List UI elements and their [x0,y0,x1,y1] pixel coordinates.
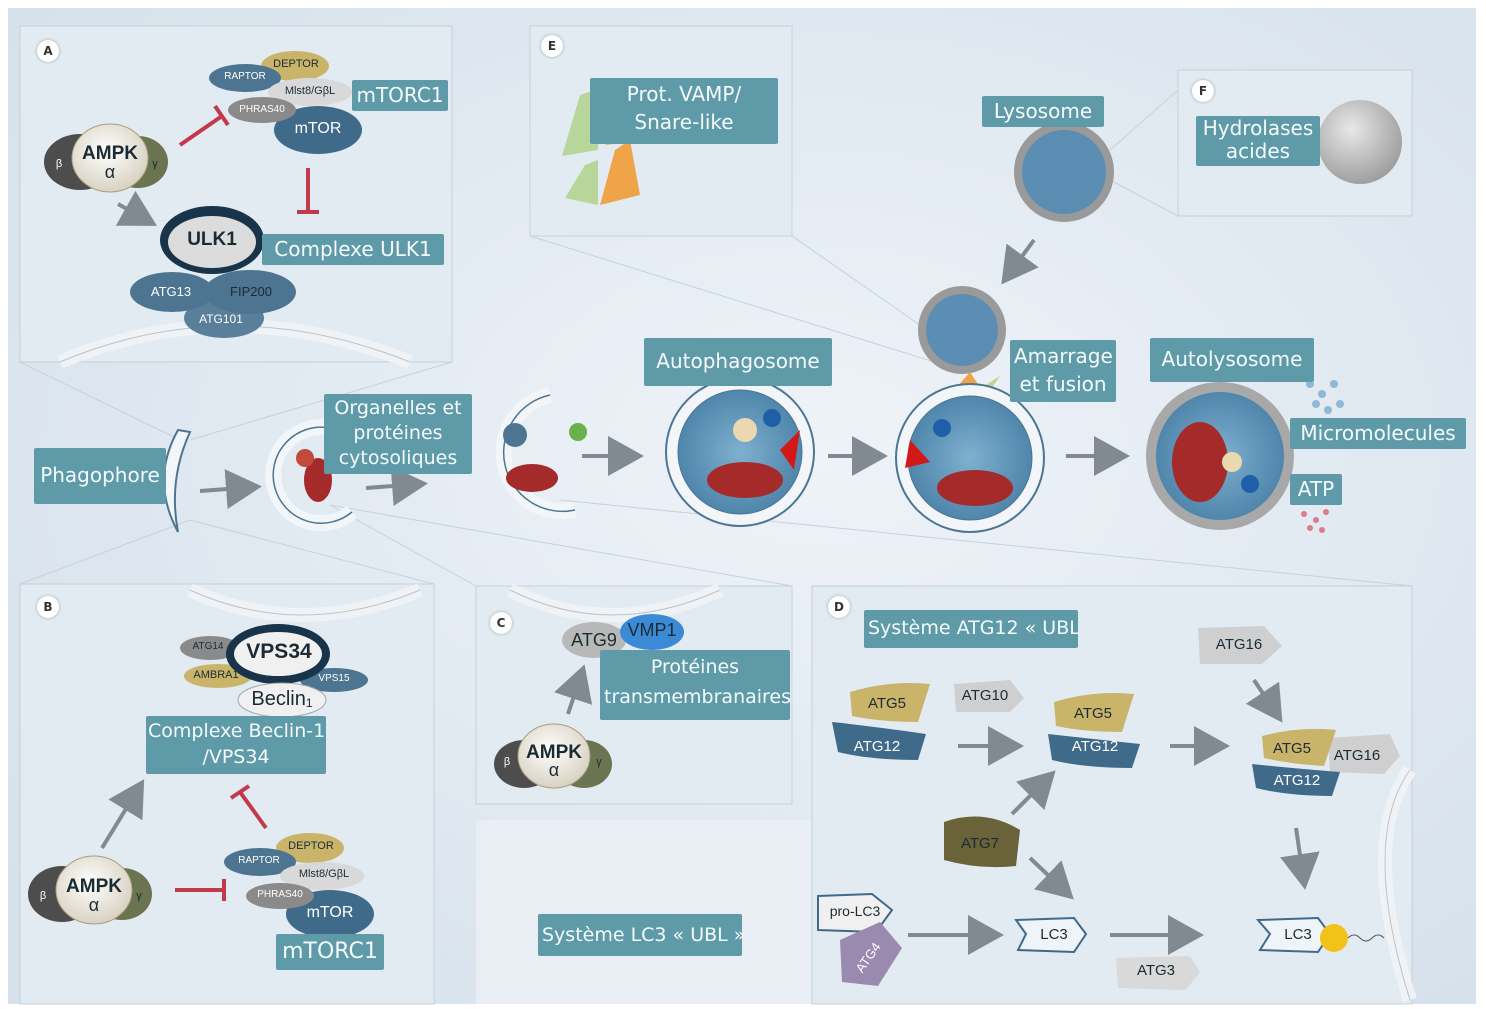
mlst8-protein: Mlst8/GβL [284,85,336,97]
autolysosome-label: Autolysosome [1150,338,1314,382]
lysosome-label: Lysosome [982,96,1104,127]
prot-vamp-line-2: Snare-like [634,110,734,134]
mtor-protein-b: mTOR [306,904,354,921]
raptor-protein: RAPTOR [224,71,266,82]
mtorc1-label-top: mTORC1 [352,80,448,111]
beclin-complex-line-2: /VPS34 [202,746,270,768]
ulk1-protein: ULK1 [187,229,237,250]
ambra1-protein: AMBRA1 [193,669,239,681]
vps15-protein: VPS15 [318,673,350,684]
phagophore-label: Phagophore [34,448,166,504]
atg9-protein: ATG9 [571,630,617,650]
fip200-protein: FIP200 [230,284,272,299]
beclin-protein: Beclin₁ [251,688,313,710]
ampk-beta: β [55,158,63,170]
prolc3-protein: pro-LC3 [829,903,881,919]
panel-letter-e: E [541,35,563,57]
complexe-ulk1-label: Complexe ULK1 [262,234,444,265]
hydrolases-label: Hydrolases acides [1196,116,1320,166]
atg5-protein-1: ATG5 [867,695,907,712]
ampk-gamma: γ [152,158,158,170]
organelles-line-3: cytosoliques [338,447,458,469]
amarrage-line-1: Amarrage [1014,344,1113,368]
beclin-complex-line-1: Complexe Beclin-1 [148,720,326,742]
atg16-protein-1: ATG16 [1215,636,1263,653]
atp-label: ATP [1290,474,1342,505]
systeme-atg12-label: Système ATG12 « UBL [864,610,1080,648]
panel-letter-b: B [37,596,59,618]
prot-vamp-line-1: Prot. VAMP/ [626,82,742,106]
atg12-protein-2: ATG12 [1071,738,1119,755]
amarrage-line-2: et fusion [1019,372,1107,396]
autophagosome-label: Autophagosome [644,338,832,386]
prot-vamp-label: Prot. VAMP/ Snare-like [590,78,778,144]
ampk-protein: AMPK [82,143,138,164]
panel-letter-f: F [1192,80,1214,102]
vps34-protein: VPS34 [246,640,312,663]
proteines-label: Protéines transmembranaires [600,650,792,720]
proteines-line-2: transmembranaires [604,686,792,708]
panel-letter-a: A [37,40,59,62]
hydrolases-line-2: acides [1225,139,1291,163]
ampk-protein-b: AMPK [66,876,122,897]
atg13-protein: ATG13 [150,284,192,299]
ampk-beta-b: β [39,890,47,902]
beclin-complex-label: Complexe Beclin-1 /VPS34 [146,716,326,774]
ampk-beta-c: β [503,756,511,768]
atg14-protein: ATG14 [192,641,224,652]
panel-letter-c: C [490,612,512,634]
ampk-alpha: α [104,162,116,182]
deptor-protein: DEPTOR [273,58,319,70]
mtorc1-label-bottom: mTORC1 [276,934,384,970]
proteines-line-1: Protéines [650,656,740,678]
phras40-protein: PHRAS40 [239,104,285,115]
ampk-gamma-b: γ [136,890,142,902]
ampk-alpha-c: α [548,760,560,780]
lc3-protein-1: LC3 [1040,926,1068,943]
organelles-line-1: Organelles et [334,397,462,419]
lc3-protein-2: LC3 [1284,926,1312,943]
amarrage-label: Amarrage et fusion [1010,340,1116,402]
organelles-line-2: protéines [353,422,443,444]
micromolecules-label: Micromolecules [1290,418,1466,449]
mtor-protein: mTOR [294,120,342,137]
vmp1-protein: VMP1 [627,620,677,640]
raptor-protein-b: RAPTOR [238,855,280,866]
atg5-protein-3: ATG5 [1272,740,1312,757]
deptor-protein-b: DEPTOR [288,840,334,852]
atg5-protein-2: ATG5 [1073,705,1113,722]
atg7-protein: ATG7 [960,835,1000,852]
phras40-protein-b: PHRAS40 [257,889,303,900]
ampk-protein-c: AMPK [526,742,582,763]
atg12-protein-1: ATG12 [853,738,901,755]
atg16-protein-2: ATG16 [1333,747,1381,764]
atg12-protein-3: ATG12 [1273,772,1321,789]
organelles-label: Organelles et protéines cytosoliques [324,394,472,474]
atg10-protein: ATG10 [961,687,1009,704]
mlst8-protein-b: Mlst8/GβL [298,868,350,880]
panel-letter-d: D [828,596,850,618]
ampk-alpha-b: α [88,895,100,915]
atg101-protein: ATG101 [199,312,243,326]
systeme-lc3-label: Système LC3 « UBL » [538,914,745,956]
ampk-gamma-c: γ [596,756,602,768]
atg3-protein: ATG3 [1136,962,1176,979]
hydrolases-line-1: Hydrolases [1202,116,1314,140]
